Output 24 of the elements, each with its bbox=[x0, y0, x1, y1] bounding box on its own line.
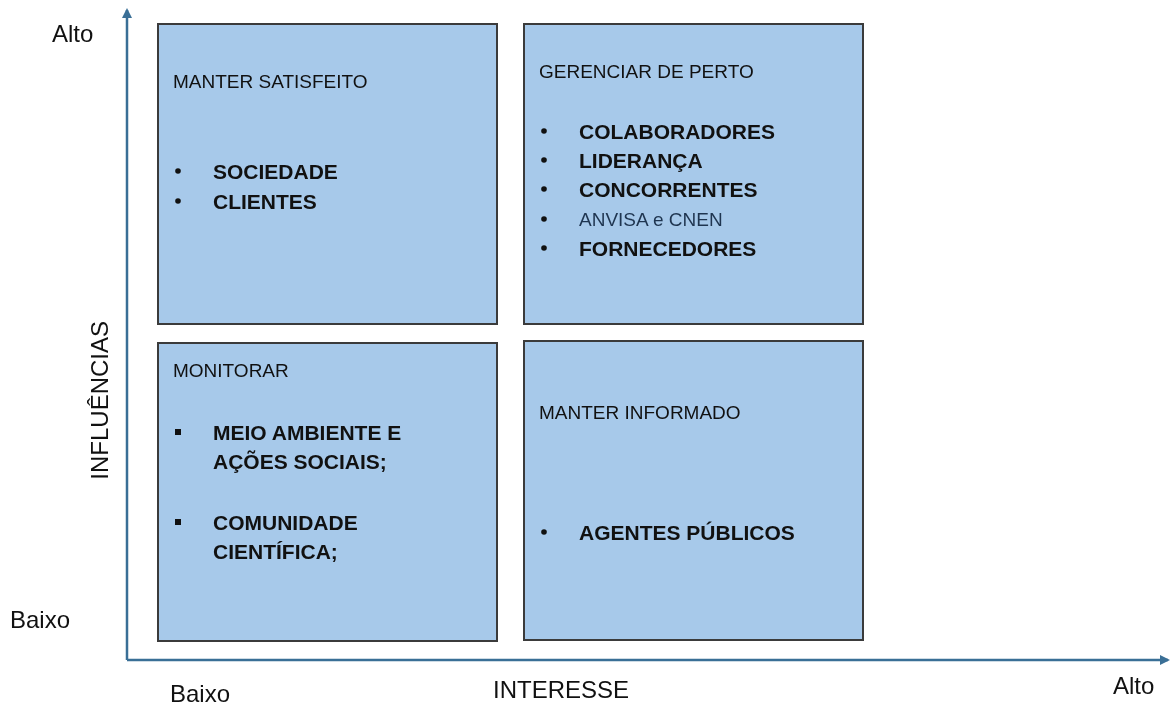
quadrant-heading: GERENCIAR DE PERTO bbox=[539, 61, 754, 83]
list-item: CONCORRENTES bbox=[579, 177, 758, 203]
list-item: CLIENTES bbox=[213, 189, 317, 215]
quadrant-box bbox=[523, 23, 864, 325]
axis-label: Baixo bbox=[10, 606, 71, 634]
list-item: ANVISA e CNEN bbox=[579, 208, 723, 232]
axis-label: Alto bbox=[1113, 672, 1155, 700]
quadrant-box bbox=[523, 340, 864, 641]
quadrant-heading: MONITORAR bbox=[173, 360, 289, 382]
axis-label: Alto bbox=[52, 20, 94, 48]
quadrant-box bbox=[157, 23, 498, 325]
quadrant-heading: MANTER INFORMADO bbox=[539, 402, 741, 424]
list-item: COMUNIDADE CIENTÍFICA; bbox=[213, 510, 359, 565]
list-item: MEIO AMBIENTE E AÇÕES SOCIAIS; bbox=[213, 420, 403, 475]
axis-title: INTERESSE bbox=[493, 676, 630, 704]
list-item: FORNECEDORES bbox=[579, 236, 757, 262]
list-item: LIDERANÇA bbox=[579, 148, 703, 174]
axis-label: Baixo bbox=[170, 680, 231, 708]
quadrant-box bbox=[157, 342, 498, 642]
list-item: COLABORADORES bbox=[579, 119, 775, 145]
list-item: SOCIEDADE bbox=[213, 159, 338, 185]
quadrant-heading: MANTER SATISFEITO bbox=[173, 71, 368, 93]
list-item: AGENTES PÚBLICOS bbox=[579, 520, 795, 546]
axis-title: INFLUÊNCIAS bbox=[86, 320, 114, 480]
